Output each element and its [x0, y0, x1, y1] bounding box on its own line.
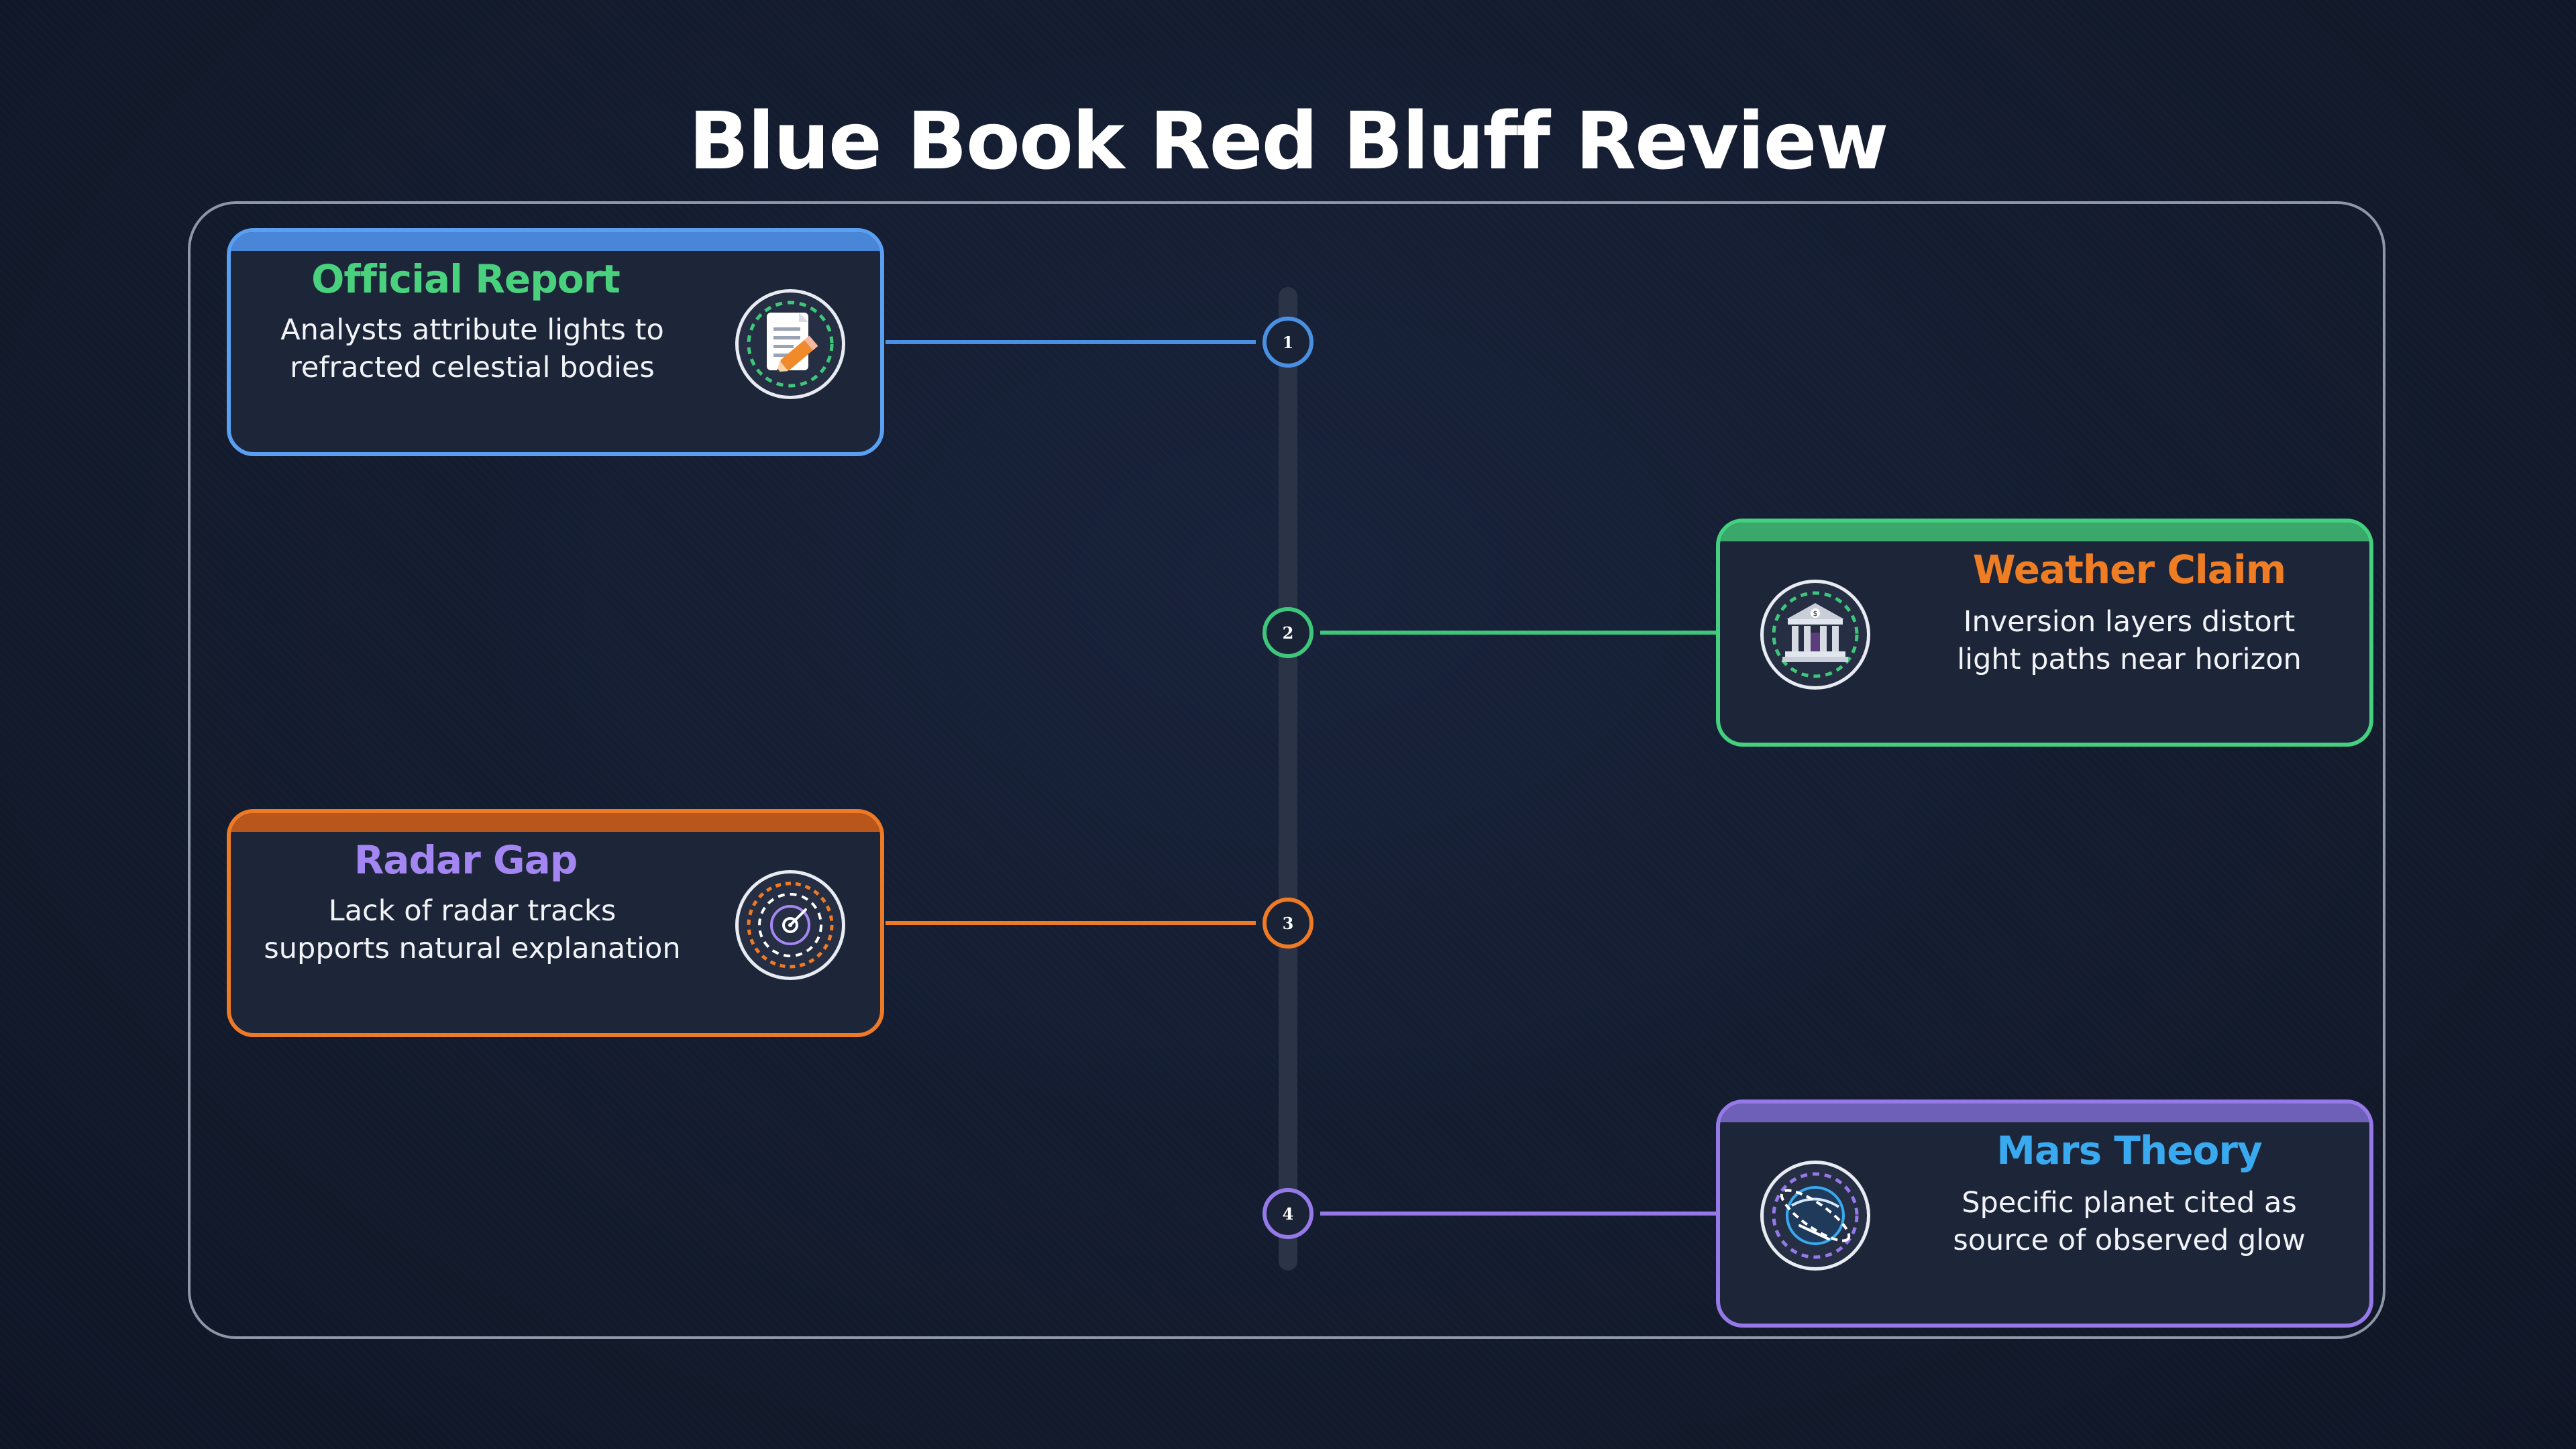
card-top-bar — [231, 232, 880, 251]
card-description: Analysts attribute lights to refracted c… — [251, 311, 694, 386]
card-description: Inversion layers distort light paths nea… — [1901, 603, 2357, 678]
connector-1 — [885, 340, 1256, 344]
connector-4 — [1320, 1212, 1717, 1216]
card-description-line: supports natural explanation — [264, 932, 681, 965]
card-description-line: source of observed glow — [1953, 1224, 2306, 1257]
card-description-line: light paths near horizon — [1957, 643, 2302, 676]
step-card-official-report: Official Report Analysts attribute light… — [227, 228, 884, 456]
card-description: Specific planet cited as source of obser… — [1901, 1184, 2357, 1259]
bank-building-icon: $ — [1760, 580, 1870, 690]
document-pencil-icon — [735, 289, 845, 399]
card-heading: Official Report — [311, 256, 621, 302]
card-description-line: Analysts attribute lights to — [280, 313, 664, 347]
step-node-1: 1 — [1263, 317, 1313, 368]
card-description-line: Lack of radar tracks — [328, 894, 616, 928]
connector-3 — [885, 921, 1256, 925]
card-top-bar — [1720, 523, 2369, 541]
step-node-4: 4 — [1263, 1188, 1313, 1239]
page-title: Blue Book Red Bluff Review — [688, 95, 1888, 187]
step-node-2: 2 — [1263, 607, 1313, 658]
card-heading: Radar Gap — [354, 837, 578, 883]
card-description-line: refracted celestial bodies — [290, 351, 655, 384]
timeline-spine — [1279, 287, 1297, 1271]
step-card-radar-gap: Radar Gap Lack of radar tracks supports … — [227, 809, 884, 1037]
svg-text:$: $ — [1813, 609, 1818, 618]
step-node-3: 3 — [1263, 898, 1313, 949]
timeline-frame — [188, 201, 2385, 1339]
card-description: Lack of radar tracks supports natural ex… — [244, 892, 700, 967]
radar-target-icon — [735, 870, 845, 980]
planet-orbit-icon — [1760, 1161, 1870, 1271]
card-description-line: Inversion layers distort — [1963, 605, 2296, 639]
card-top-bar — [231, 813, 880, 832]
step-card-mars-theory: Mars Theory Specific planet cited as sou… — [1716, 1099, 2373, 1328]
card-heading: Weather Claim — [1972, 547, 2286, 592]
card-heading: Mars Theory — [1996, 1128, 2263, 1173]
step-card-weather-claim: Weather Claim Inversion layers distort l… — [1716, 519, 2373, 747]
card-description-line: Specific planet cited as — [1962, 1186, 2297, 1220]
connector-2 — [1320, 631, 1717, 635]
card-top-bar — [1720, 1104, 2369, 1122]
